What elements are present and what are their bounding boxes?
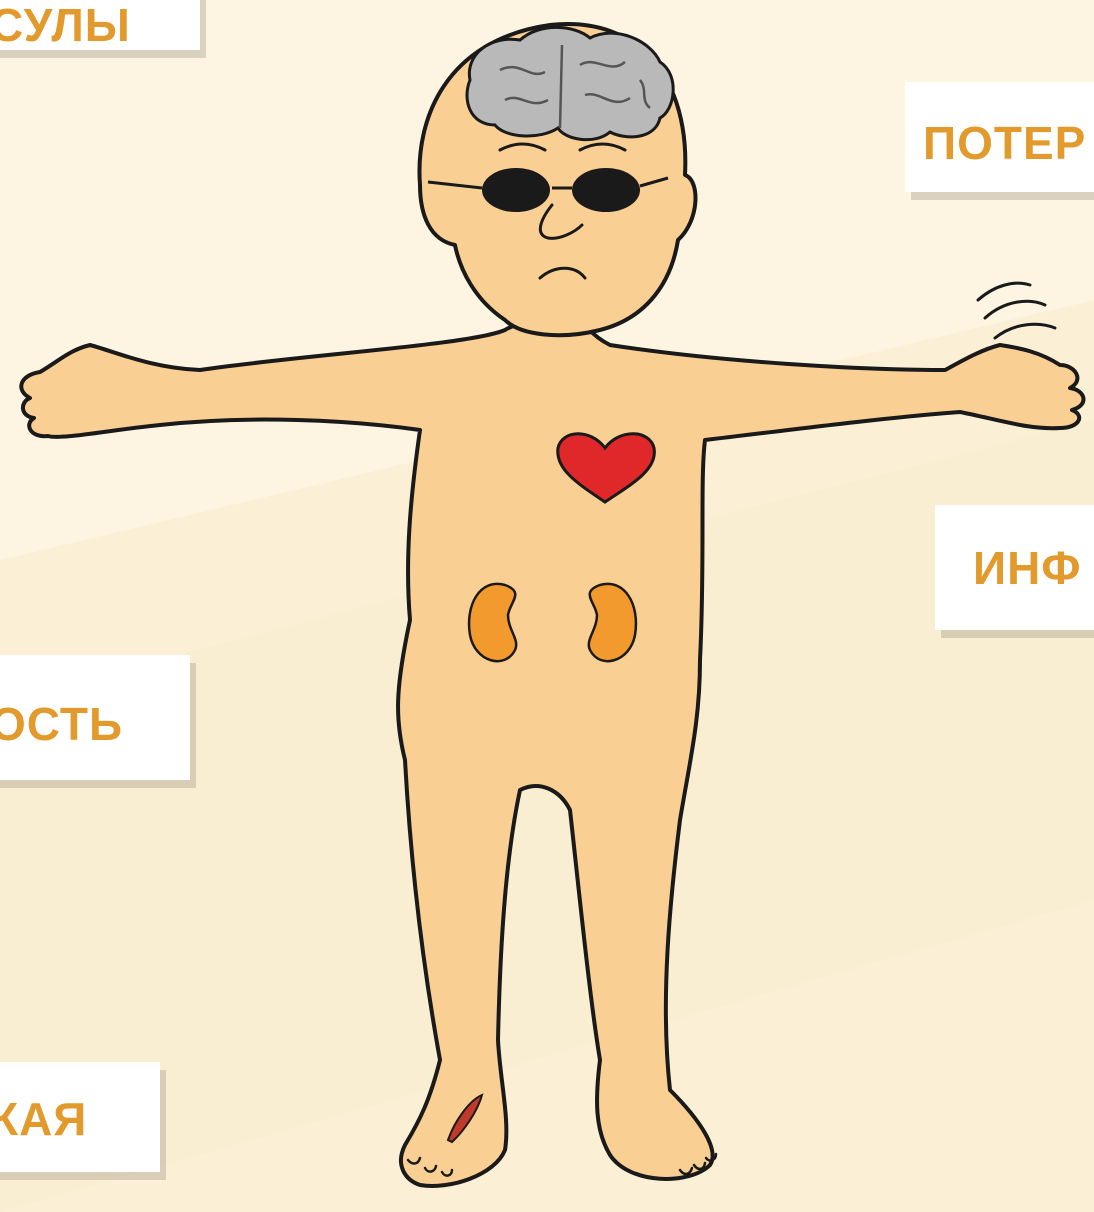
tremor-lines xyxy=(978,283,1055,338)
body-outline xyxy=(21,305,1083,1186)
brain-icon xyxy=(467,27,673,139)
kidney-icon xyxy=(469,584,516,661)
kidney-icon xyxy=(589,584,636,661)
